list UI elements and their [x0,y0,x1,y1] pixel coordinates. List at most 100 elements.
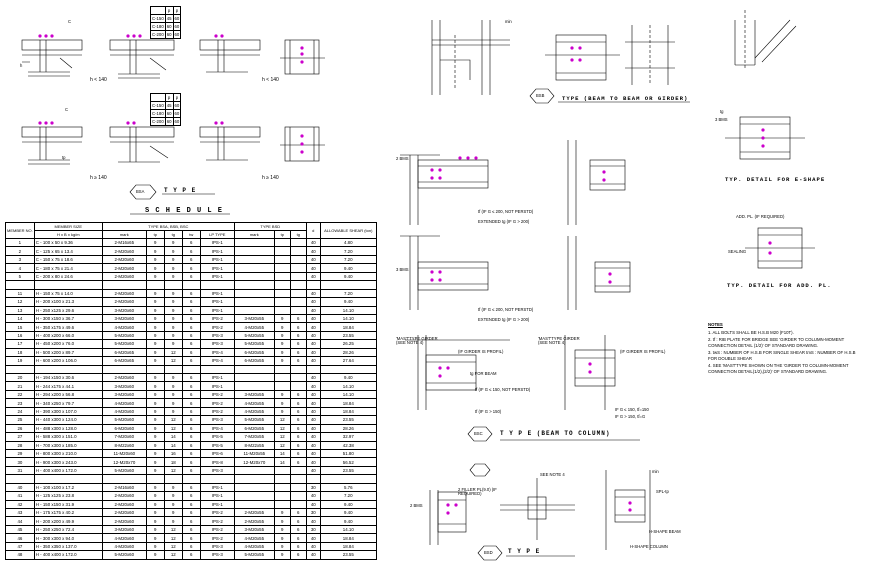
bsd-h-shape-beam: H-SHAPE BEAM [649,529,681,534]
table-cell [233,381,275,391]
table-cell: 9.40 [319,507,377,518]
bsd-title: T Y P E [508,548,541,555]
table-cell [273,263,291,273]
table-cell: 6 [181,423,201,434]
table-cell: 6 [181,432,201,442]
table-cell [145,280,165,290]
table-cell: 40 [305,381,321,391]
table-cell [101,364,147,375]
table-cell: 40 [5,482,35,493]
bsc-badge: BSC [474,431,483,436]
table-cell: 47 [5,541,35,552]
table-cell: 12-M20x70 [233,457,275,467]
table-cell: 6 [181,465,201,476]
hdr-type-bsa: TYPE BSA, BSB, BSC [101,222,235,231]
table-cell: IPS-4 [199,347,235,358]
table-cell: 9 [145,482,165,493]
table-cell: 8-M22x60 [101,440,147,450]
table-cell [199,474,235,484]
table-cell: 9 [163,507,183,518]
table-cell: 9 [163,398,183,408]
hdr-tg: tg [163,230,183,239]
table-cell: 4 [5,263,35,273]
table-cell [273,271,291,282]
table-cell: 5-M20x55 [233,330,275,341]
table-spacer-row [5,364,377,375]
table-cell: 40 [305,305,321,315]
table-cell: 6-M20x55 [233,423,275,434]
table-cell: H - 300 x150 x 36.7 [33,313,103,324]
table-cell: 6 [181,237,201,248]
table-cell [289,271,307,282]
table-cell: 6 [181,389,201,400]
table-cell: 6 [289,356,307,366]
bsb-detail-elevation [625,25,675,85]
table-cell: 32.97 [319,432,377,442]
table-cell: 14 [5,313,35,324]
bsa-type-label: T Y P E [164,187,197,194]
table-cell: 4.80 [319,237,377,248]
table-cell: 6 [181,541,201,552]
mini-header-cell: p [172,93,182,102]
bsc-note-b: EXTENDED tg (IF G > 200) [478,219,530,224]
bsa-detail-6 [109,126,175,163]
table-cell: 9 [273,398,291,408]
table-cell: 6 [289,533,307,543]
hdr-tp2: tp [273,230,291,239]
table-cell: 9 [145,398,165,408]
table-cell: 9 [163,389,183,400]
table-cell: 9.40 [319,516,377,526]
table-cell: H - 150 x 75 x 14.0 [33,288,103,299]
table-cell: 3-M20x60 [101,381,147,391]
table-cell [199,280,235,290]
bsc-3bms: 3 BMS [396,267,409,272]
table-cell: H - 400 x400 x 172.0 [33,550,103,560]
bsa-condition-ge-right: h ≥ 140 [262,175,279,181]
table-cell: 6 [181,246,201,256]
table-cell [145,474,165,484]
table-cell: H - 390 x300 x 107.0 [33,406,103,417]
add-pl-detail [745,227,815,269]
table-cell: 16 [163,448,183,459]
table-cell: 6 [181,406,201,417]
table-cell: 6-M20x55 [233,347,275,358]
table-cell [289,305,307,315]
bsd-2bms: 2 BMS [410,503,423,508]
bsc-if-girder-right: (IF GIRDER IS PROFIL) [620,349,666,354]
table-cell: 9.40 [319,271,377,282]
table-cell: H - 588 x300 x 151.0 [33,432,103,442]
table-cell: 14 [273,448,291,459]
table-cell: 14.10 [319,524,377,535]
table-cell: 40 [305,347,321,358]
table-cell [305,474,321,484]
table-cell: 5-M20x55 [233,550,275,560]
table-cell: 40 [305,406,321,417]
table-cell: 9 [145,457,165,467]
table-cell: H - 250 x125 x 29.6 [33,305,103,315]
table-cell: 12 [273,423,291,434]
table-cell: H - 500 x200 x 89.7 [33,347,103,358]
mini-cell: 60 [164,22,174,31]
table-cell: 12 [273,440,291,450]
mini-cell: C-150 [150,101,166,110]
table-cell: 28 [5,440,35,450]
table-cell: IPS-1 [199,482,235,493]
bsa-detail-8 [280,126,325,162]
table-cell: 7.20 [319,254,377,265]
table-cell: 9 [145,288,165,299]
table-cell: 6 [181,305,201,315]
bsc-cond-left2: tf (IF G > 150) [475,409,502,414]
table-cell: 12 [163,541,183,552]
table-cell: 2-M20x55 [233,516,275,526]
table-cell: 12 [273,415,291,425]
table-cell: 9 [145,254,165,265]
table-cell: IPS-2 [199,524,235,535]
table-cell [233,364,275,375]
table-cell: IPS-4 [199,423,235,434]
